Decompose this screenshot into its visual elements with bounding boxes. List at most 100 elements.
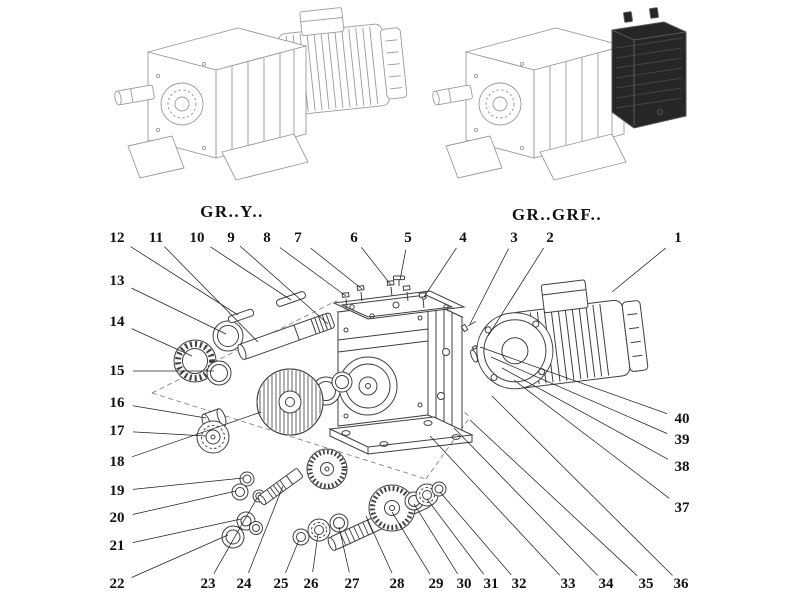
callout-9-leader: [239, 245, 329, 325]
callout-24-leader: [248, 485, 284, 574]
callout-21-leader: [132, 518, 242, 543]
shaft-key: [275, 291, 307, 307]
variant-title-right: GR..GRF..: [512, 205, 602, 224]
callout-20-label: 20: [110, 510, 125, 526]
part-13-seal-ring: [212, 320, 244, 352]
callout-7-leader: [310, 247, 363, 290]
assembled-view-gr-grf: [432, 7, 687, 181]
callout-24-label: 24: [237, 576, 253, 592]
callout-3-label: 3: [510, 230, 518, 246]
callout-18-label: 18: [110, 454, 125, 470]
callout-11-leader: [164, 246, 259, 343]
variant-title-left: GR..Y..: [200, 202, 264, 221]
callout-29-leader: [391, 511, 431, 574]
callout-8-label: 8: [263, 230, 271, 246]
callout-30-label: 30: [457, 576, 472, 592]
callout-29-label: 29: [429, 576, 444, 592]
part-1-motor: [476, 279, 649, 390]
callout-4-label: 4: [459, 230, 467, 246]
callout-2-label: 2: [546, 230, 554, 246]
callout-34-label: 34: [599, 576, 615, 592]
callout-33-leader: [429, 435, 561, 576]
callout-36-label: 36: [674, 576, 690, 592]
part-27-ring: [329, 513, 349, 533]
callout-15-label: 15: [110, 363, 125, 379]
callout-25-label: 25: [274, 576, 289, 592]
part-21-pinion-shaft: [257, 468, 303, 506]
callout-27-label: 27: [345, 576, 361, 592]
exploded-view: [151, 275, 649, 551]
callout-27-leader: [338, 526, 350, 573]
callout-5-label: 5: [404, 230, 412, 246]
callout-40-label: 40: [675, 411, 690, 427]
callout-32-label: 32: [512, 576, 527, 592]
callout-22-label: 22: [110, 576, 125, 592]
callout-19-leader: [132, 477, 244, 490]
callout-31-label: 31: [484, 576, 499, 592]
terminal-box: [540, 279, 589, 314]
callout-38-leader: [501, 367, 669, 460]
callout-6-leader: [361, 247, 392, 286]
callout-26-leader: [312, 533, 319, 573]
callout-12-leader: [130, 246, 239, 316]
callout-28-label: 28: [390, 576, 405, 592]
callout-16-label: 16: [110, 395, 126, 411]
part-22-end-cap: [221, 525, 245, 549]
input-shaft-assembled: [432, 84, 473, 106]
fan-cowl: [621, 300, 649, 372]
breather-plug: [393, 275, 405, 286]
part-19-ring: [239, 471, 255, 487]
callout-1-label: 1: [674, 230, 682, 246]
part-24-gear: [306, 448, 348, 490]
callout-22-leader: [131, 534, 229, 578]
part-15-retaining-ring: [206, 360, 232, 386]
callout-13-leader: [131, 287, 227, 335]
part-25-washer: [292, 528, 310, 546]
part-32-ring: [431, 481, 447, 497]
callout-18-leader: [131, 411, 262, 458]
callout-21-label: 21: [110, 538, 125, 554]
callout-35-label: 35: [639, 576, 654, 592]
callout-23-label: 23: [201, 576, 216, 592]
callout-39-leader: [490, 356, 668, 434]
mounting-foot: [445, 135, 503, 179]
callout-7-label: 7: [294, 230, 302, 246]
callout-33-label: 33: [561, 576, 576, 592]
callout-12-label: 12: [110, 230, 125, 246]
part-17-bearing: [196, 420, 230, 454]
callout-30-leader: [413, 503, 458, 574]
gear-housing: [328, 290, 474, 455]
callout-35-leader: [469, 419, 638, 577]
callout-25-leader: [285, 539, 300, 574]
callout-40-leader: [479, 346, 668, 414]
input-pinion-shaft: [237, 312, 335, 361]
callout-14-label: 14: [110, 314, 126, 330]
callout-31-leader: [426, 498, 485, 575]
callout-13-label: 13: [110, 273, 125, 289]
callout-23-leader: [213, 497, 258, 574]
part-18-gear-wheel: [256, 368, 324, 436]
callout-28-leader: [365, 515, 393, 574]
callout-20-leader: [132, 490, 237, 515]
callout-38-label: 38: [675, 459, 690, 475]
callout-10-label: 10: [190, 230, 205, 246]
dark-cover-block: [611, 7, 687, 129]
callout-19-label: 19: [110, 483, 125, 499]
callout-39-label: 39: [675, 432, 690, 448]
part-20-ring: [231, 483, 249, 501]
callout-16-leader: [132, 405, 207, 419]
callout-17-leader: [132, 431, 207, 437]
mounting-foot: [127, 135, 185, 179]
callout-37-label: 37: [675, 500, 691, 516]
callout-6-label: 6: [350, 230, 358, 246]
part-26-bearing: [307, 518, 331, 542]
callout-9-label: 9: [227, 230, 235, 246]
callout-10-leader: [210, 246, 292, 301]
callout-4-leader: [423, 247, 457, 298]
mounting-foot: [221, 133, 309, 181]
callout-37-leader: [513, 379, 670, 499]
callout-5-leader: [399, 249, 407, 281]
